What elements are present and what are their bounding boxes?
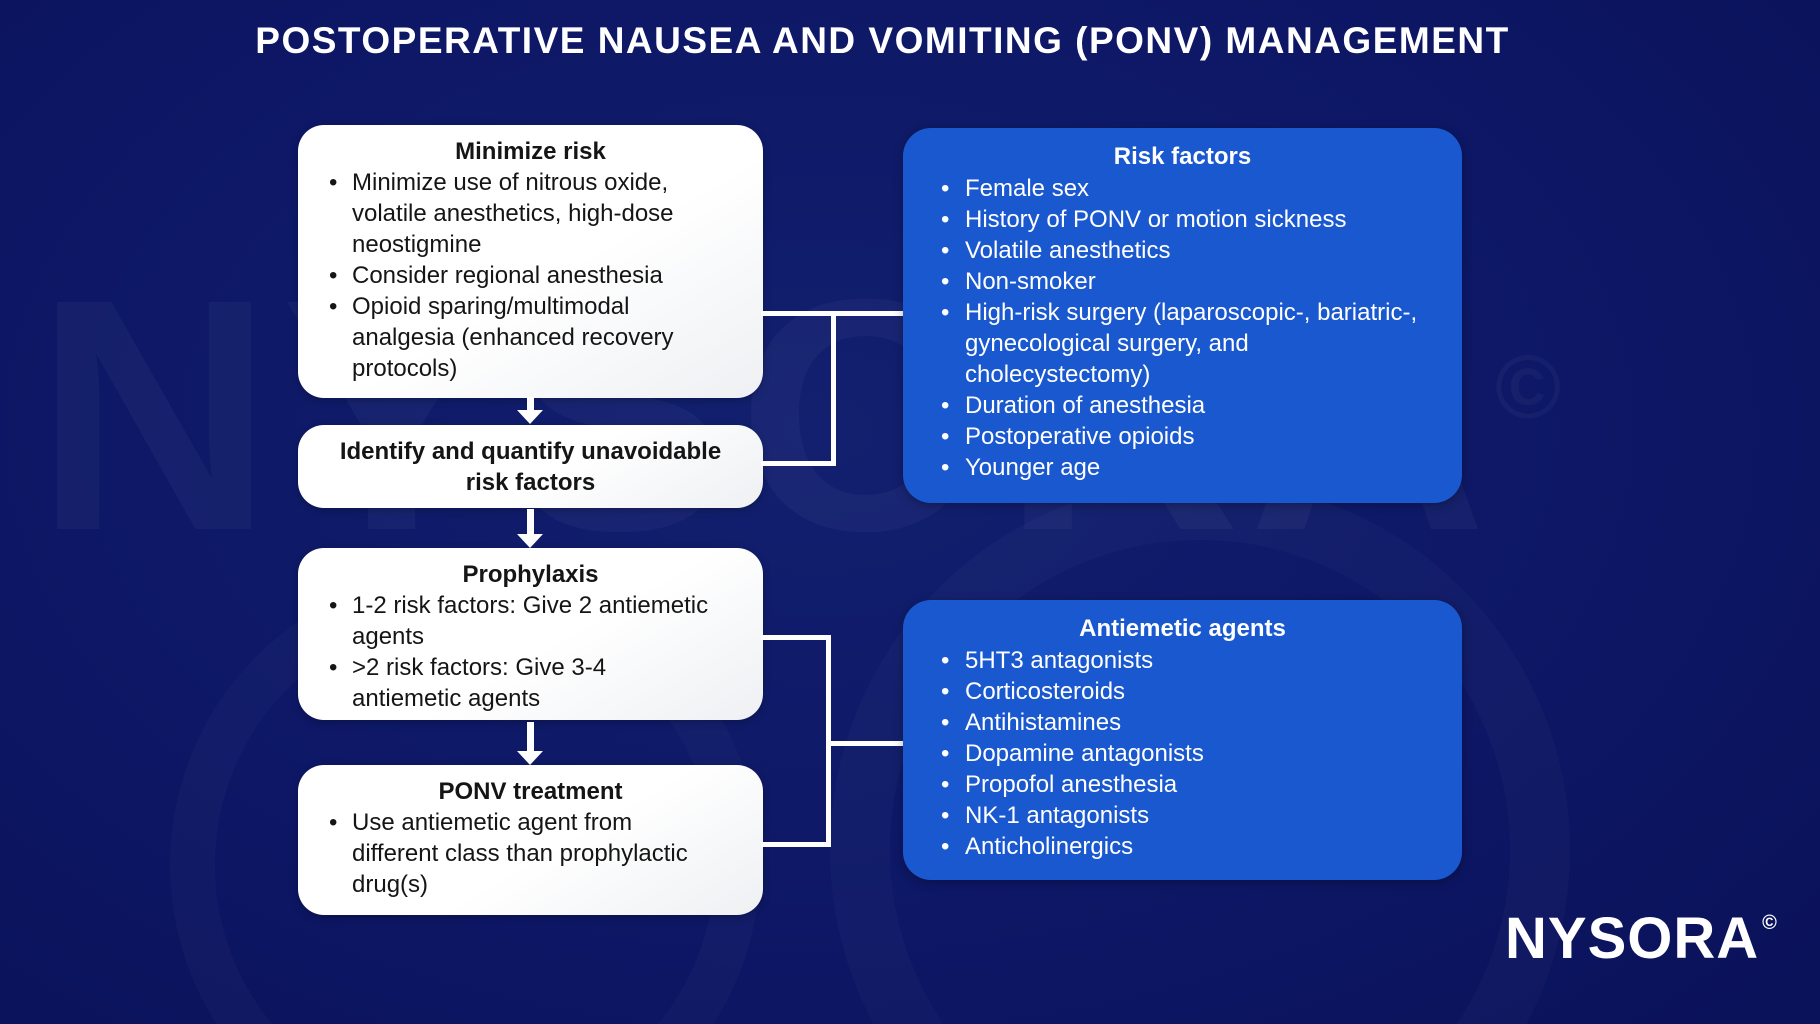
ponv-treatment-title: PONV treatment xyxy=(438,778,623,805)
connector-line xyxy=(761,461,836,466)
arrow-head xyxy=(517,534,543,548)
bullet-item: Anticholinergics xyxy=(931,831,1434,862)
bullet-item: Minimize use of nitrous oxide, volatile … xyxy=(322,167,739,260)
bullet-item: Duration of anesthesia xyxy=(931,390,1434,421)
bullet-item: High-risk surgery (laparoscopic-, bariat… xyxy=(931,297,1434,390)
antiemetic-agents-title: Antiemetic agents xyxy=(1079,615,1286,642)
arrow-head xyxy=(517,751,543,765)
arrow-shaft xyxy=(526,509,534,534)
risk-factors-title: Risk factors xyxy=(1113,143,1252,170)
prophylaxis-title: Prophylaxis xyxy=(462,561,599,588)
bullet-item: Use antiemetic agent from different clas… xyxy=(322,807,739,900)
page-title: POSTOPERATIVE NAUSEA AND VOMITING (PONV)… xyxy=(255,20,1510,61)
nysora-logo: NYSORA© xyxy=(1505,910,1778,968)
connector-line xyxy=(761,635,831,640)
logo-text: NYSORA xyxy=(1505,906,1760,971)
bullet-item: History of PONV or motion sickness xyxy=(931,204,1434,235)
prophylaxis-list: 1-2 risk factors: Give 2 antiemetic agen… xyxy=(322,590,739,714)
flow-arrow-down-icon xyxy=(517,509,543,548)
arrow-head xyxy=(517,410,543,424)
flow-arrow-down-icon xyxy=(517,397,543,424)
bullet-item: Younger age xyxy=(931,452,1434,483)
identify-risk-factors-text: Identify and quantify unavoidable risk f… xyxy=(339,437,722,496)
bullet-item: Non-smoker xyxy=(931,266,1434,297)
copyright-icon: © xyxy=(1762,912,1778,934)
bullet-item: 1-2 risk factors: Give 2 antiemetic agen… xyxy=(322,590,739,652)
panel-risk-factors: Risk factors Female sexHistory of PONV o… xyxy=(903,128,1462,503)
bullet-item: Propofol anesthesia xyxy=(931,769,1434,800)
bullet-item: NK-1 antagonists xyxy=(931,800,1434,831)
minimize-risk-list: Minimize use of nitrous oxide, volatile … xyxy=(322,167,739,384)
flow-box-minimize-risk: Minimize risk Minimize use of nitrous ox… xyxy=(298,125,763,398)
arrow-shaft xyxy=(526,722,534,751)
flow-box-ponv-treatment: PONV treatment Use antiemetic agent from… xyxy=(298,765,763,915)
arrow-shaft xyxy=(526,397,534,410)
ponv-treatment-list: Use antiemetic agent from different clas… xyxy=(322,807,739,900)
bullet-item: Volatile anesthetics xyxy=(931,235,1434,266)
connector-line xyxy=(826,741,903,746)
panel-antiemetic-agents: Antiemetic agents 5HT3 antagonistsCortic… xyxy=(903,600,1462,880)
flow-box-prophylaxis: Prophylaxis 1-2 risk factors: Give 2 ant… xyxy=(298,548,763,720)
bullet-item: Opioid sparing/multimodal analgesia (enh… xyxy=(322,291,739,384)
bullet-item: Antihistamines xyxy=(931,707,1434,738)
bullet-item: Consider regional anesthesia xyxy=(322,260,739,291)
antiemetic-agents-list: 5HT3 antagonistsCorticosteroidsAntihista… xyxy=(931,645,1434,862)
watermark-copyright-icon: © xyxy=(1495,338,1561,438)
bullet-item: 5HT3 antagonists xyxy=(931,645,1434,676)
bullet-item: >2 risk factors: Give 3-4 antiemetic age… xyxy=(322,652,739,714)
minimize-risk-title: Minimize risk xyxy=(455,138,606,165)
risk-factors-list: Female sexHistory of PONV or motion sick… xyxy=(931,173,1434,483)
flow-arrow-down-icon xyxy=(517,722,543,765)
flow-box-identify-risk-factors: Identify and quantify unavoidable risk f… xyxy=(298,425,763,508)
bullet-item: Corticosteroids xyxy=(931,676,1434,707)
connector-line xyxy=(831,311,836,466)
bullet-item: Female sex xyxy=(931,173,1434,204)
connector-line xyxy=(761,842,831,847)
bullet-item: Dopamine antagonists xyxy=(931,738,1434,769)
bullet-item: Postoperative opioids xyxy=(931,421,1434,452)
